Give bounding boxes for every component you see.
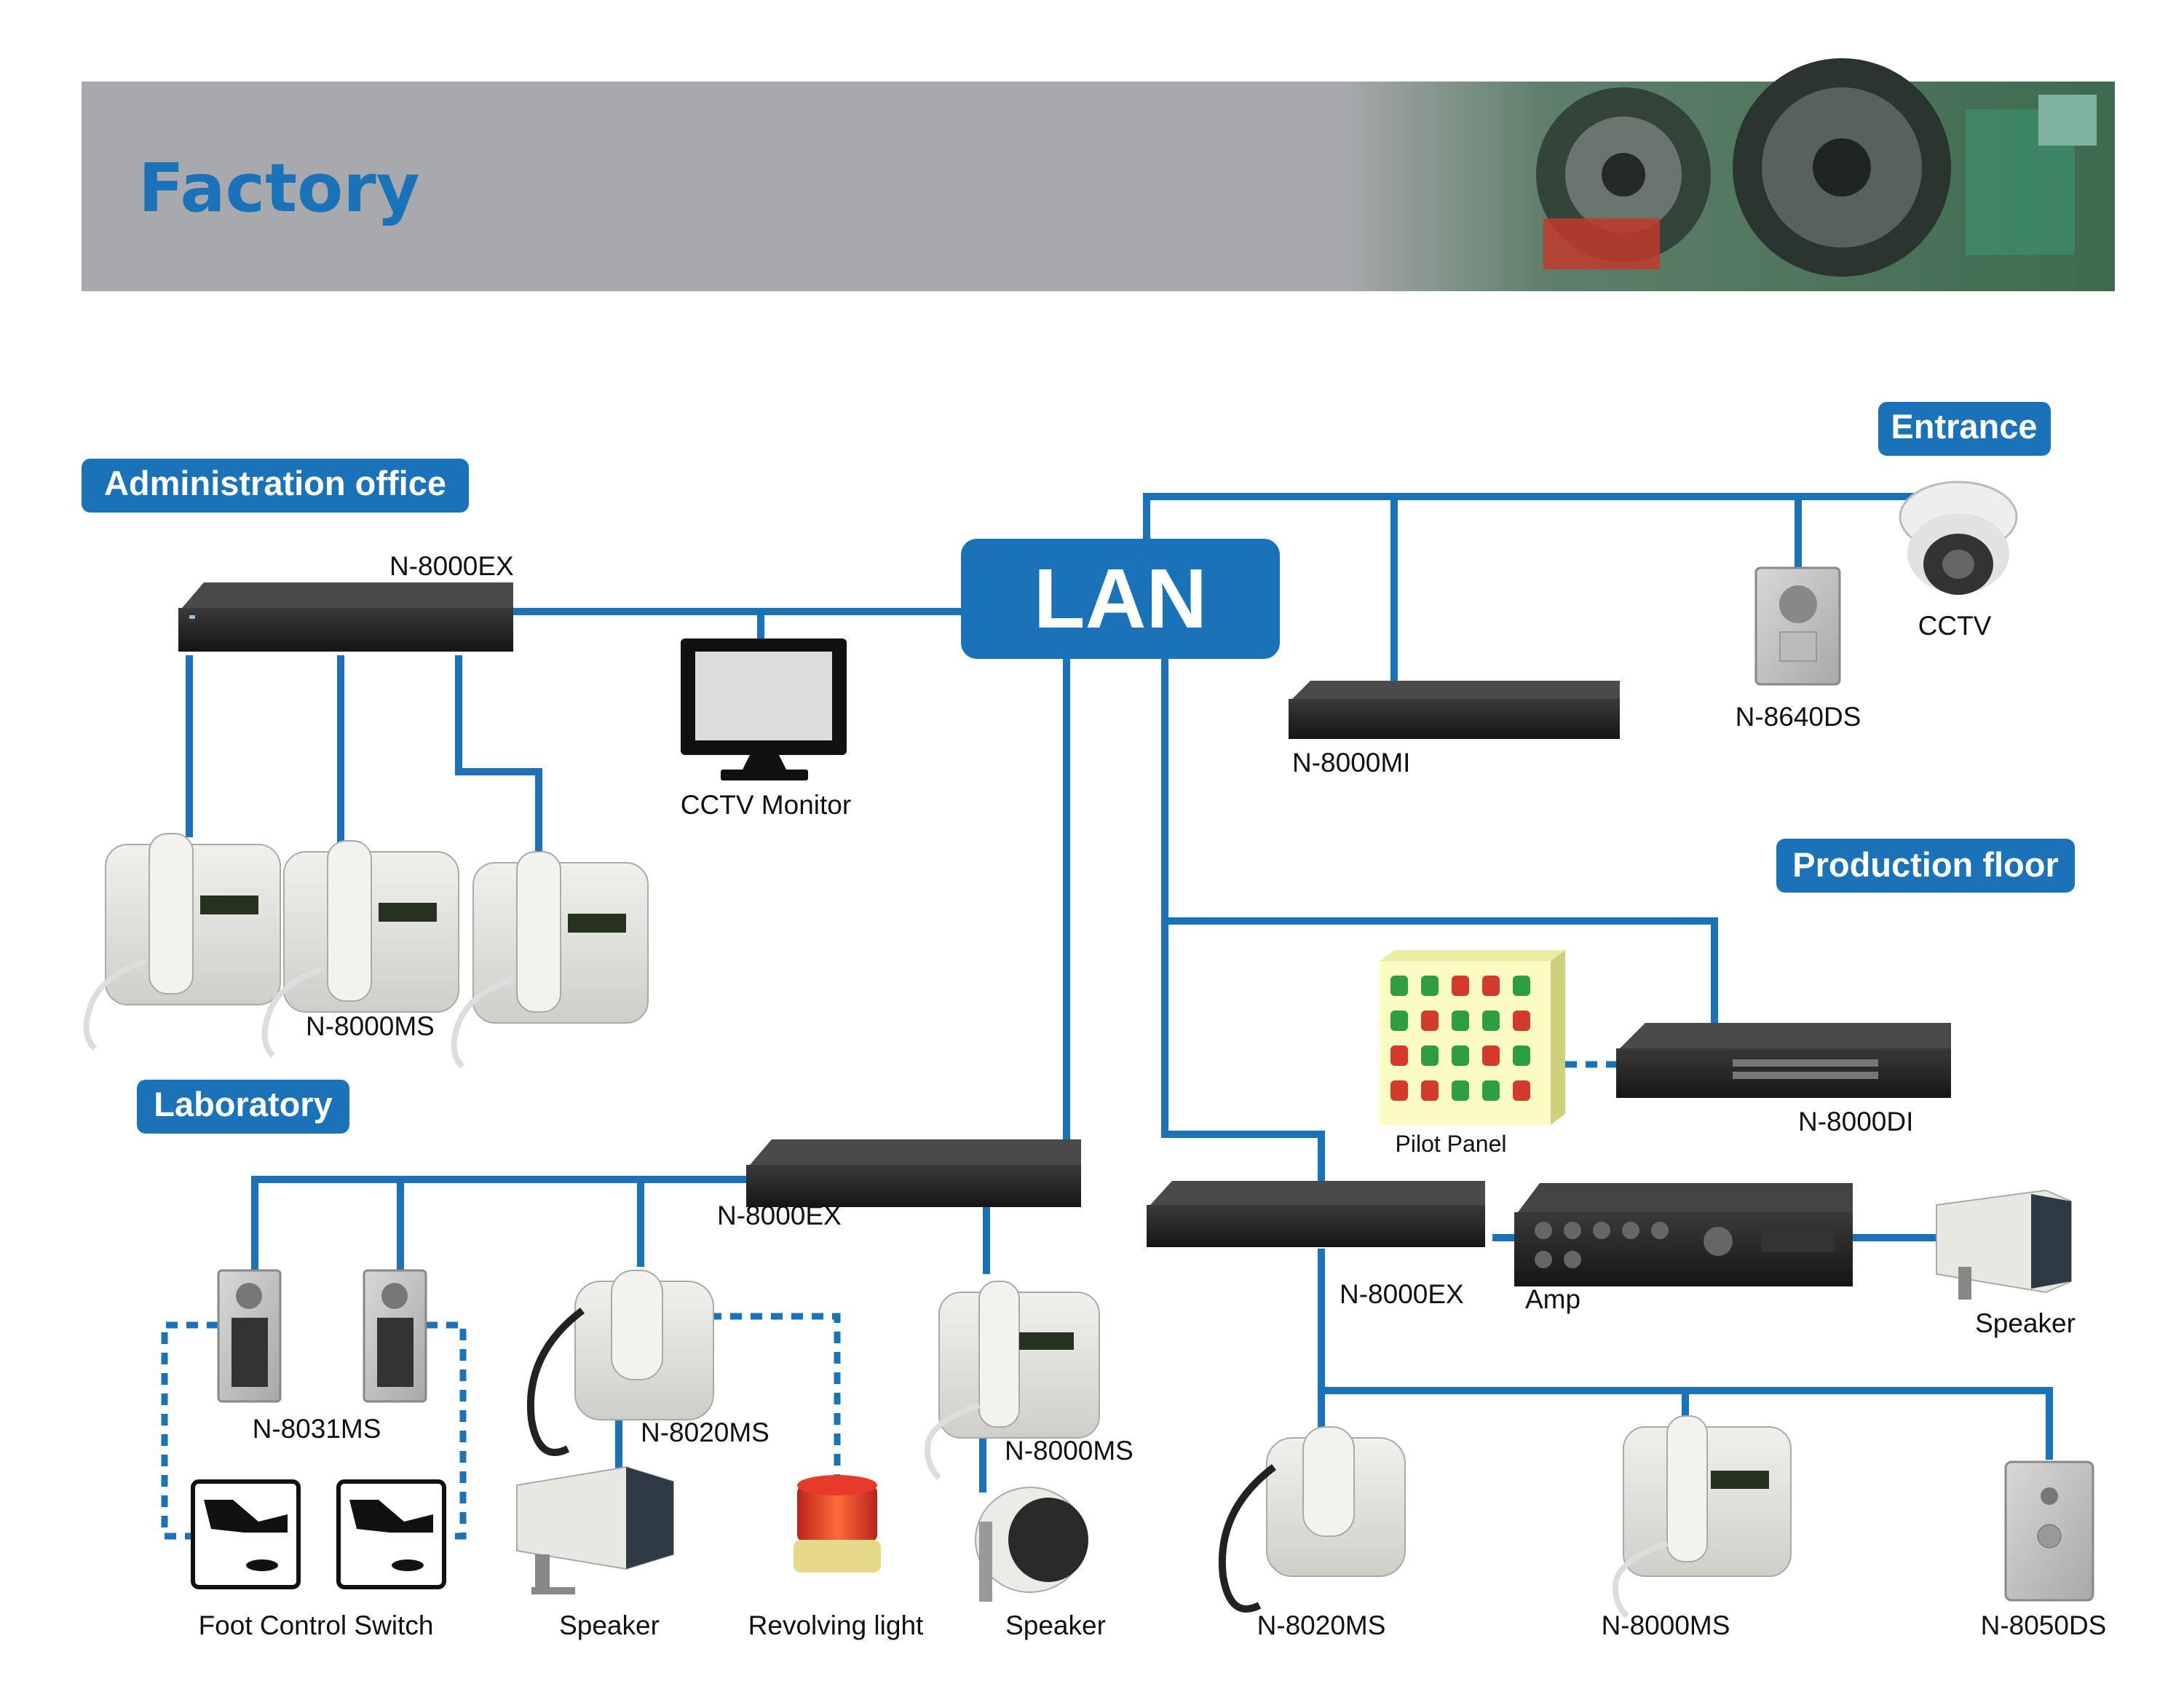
cctv-camera-device <box>1899 481 2018 595</box>
pilot-lamp <box>1513 1011 1530 1031</box>
pilot-lamp <box>1452 1011 1469 1031</box>
pilot-lamp <box>1390 1045 1408 1066</box>
pilot-lamp <box>1452 1080 1469 1101</box>
pilot-lamp <box>1421 976 1439 996</box>
network-lines <box>186 493 2053 1492</box>
pilot-lamp <box>1513 1045 1530 1066</box>
prod-ms8000-phone <box>1613 1415 1792 1618</box>
zone-entrance: Entrance <box>1878 402 2051 456</box>
pilot-lamp <box>1482 1045 1500 1066</box>
zone-laboratory: Laboratory <box>137 1080 349 1134</box>
n8640ds-device <box>1754 566 1841 686</box>
pilot-lamp <box>1452 976 1469 996</box>
pilot-lamp <box>1421 1045 1439 1066</box>
lab-ms8020-phone <box>526 1270 714 1456</box>
zone-label-laboratory: Laboratory <box>154 1085 333 1123</box>
lab-ms8000-phone <box>925 1281 1100 1480</box>
mi-unit <box>1289 681 1620 739</box>
label-admin-ms: N-8000MS <box>306 1011 435 1041</box>
factory-photo <box>1536 58 2097 277</box>
pilot-lamp <box>1513 1080 1530 1101</box>
prod-ex-unit <box>1147 1181 1485 1247</box>
lab-horn-speaker-1 <box>516 1466 674 1594</box>
pilot-lamp <box>1421 1080 1439 1101</box>
prod-ms8020-phone <box>1218 1426 1406 1613</box>
label-lab-ex: N-8000EX <box>717 1201 842 1230</box>
label-8640ds: N-8640DS <box>1736 702 1861 732</box>
pilot-lamp <box>1452 1045 1469 1066</box>
pilot-lamp <box>1482 1080 1500 1101</box>
link-lab-bus <box>251 1176 750 1270</box>
admin-ms-phone-1 <box>83 833 281 1051</box>
lan-label: LAN <box>1034 551 1207 646</box>
link-entrance-bus <box>1143 493 1991 545</box>
label-8050ds: N-8050DS <box>1981 1610 2107 1640</box>
label-lab-8000ms: N-8000MS <box>1005 1436 1133 1466</box>
dashed-lines <box>161 1061 1620 1540</box>
pilot-panel-device <box>1380 950 1565 1125</box>
prod-horn-speaker <box>1936 1189 2072 1300</box>
page-title: Factory <box>138 149 420 227</box>
n8031ms-panel-2 <box>363 1269 427 1403</box>
admin-ms-phone-2 <box>261 840 459 1058</box>
admin-ex-unit <box>178 582 513 652</box>
pilot-lamps <box>1390 976 1530 1101</box>
foot-switch-1 <box>191 1479 301 1589</box>
pilot-lamp <box>1390 1080 1408 1101</box>
lab-horn-speaker-2 <box>975 1487 1088 1602</box>
label-mi: N-8000MI <box>1292 748 1410 778</box>
label-amp: Amp <box>1525 1284 1580 1314</box>
label-prod-8000ms: N-8000MS <box>1602 1610 1730 1640</box>
pilot-lamp <box>1482 1011 1500 1031</box>
label-admin-ex: N-8000EX <box>389 551 514 581</box>
label-pilot-panel: Pilot Panel <box>1396 1131 1507 1157</box>
label-8031ms: N-8031MS <box>253 1414 381 1444</box>
zone-label-production: Production floor <box>1792 845 2059 884</box>
link-prod-ex <box>1161 921 1325 1194</box>
cctv-monitor-device <box>681 638 847 780</box>
pilot-lamp <box>1390 976 1408 996</box>
label-lab-speaker-1: Speaker <box>559 1610 660 1640</box>
label-prod-speaker: Speaker <box>1975 1308 2076 1338</box>
pilot-lamp <box>1482 976 1500 996</box>
link-di <box>1161 659 1718 1034</box>
label-di: N-8000DI <box>1798 1107 1913 1136</box>
zone-admin: Administration office <box>82 459 469 513</box>
lab-ex-unit <box>746 1139 1081 1207</box>
foot-switch-2 <box>336 1479 446 1589</box>
zone-label-admin: Administration office <box>104 464 446 502</box>
header-band: Factory <box>82 58 2115 291</box>
zone-production: Production floor <box>1776 839 2075 893</box>
zone-label-entrance: Entrance <box>1891 407 2037 446</box>
label-foot-switch: Foot Control Switch <box>199 1610 434 1640</box>
pilot-lamp <box>1421 1011 1439 1031</box>
n8050ds-device <box>2004 1460 2094 1602</box>
admin-ms-phone-3 <box>451 851 649 1069</box>
label-prod-8020ms: N-8020MS <box>1257 1610 1386 1640</box>
di-unit <box>1616 1023 1951 1098</box>
pilot-lamp <box>1390 1011 1408 1031</box>
lan-hub: LAN <box>961 539 1280 659</box>
label-revolving-light: Revolving light <box>748 1610 924 1640</box>
label-cctv: CCTV <box>1918 611 1992 641</box>
amp-unit <box>1514 1183 1853 1286</box>
n8031ms-panel-1 <box>217 1269 282 1403</box>
pilot-lamp <box>1513 976 1530 996</box>
label-lab-speaker-2: Speaker <box>1005 1610 1106 1640</box>
revolving-light-device <box>794 1475 881 1573</box>
device-labels: N-8000EX CCTV Monitor N-8000MS N-8000MI … <box>199 551 2107 1640</box>
label-prod-ex: N-8000EX <box>1340 1279 1464 1309</box>
label-lab-8020ms: N-8020MS <box>641 1418 769 1447</box>
label-cctv-monitor: CCTV Monitor <box>681 790 851 820</box>
